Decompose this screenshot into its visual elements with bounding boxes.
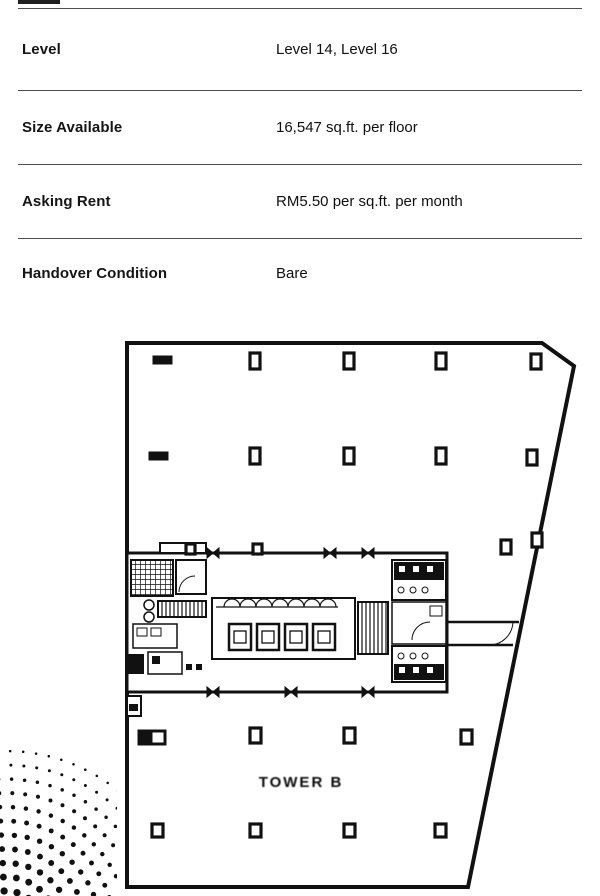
spec-value: 16,547 sq.ft. per floor bbox=[276, 119, 418, 136]
floor-plan-drawing: TOWER B bbox=[0, 341, 577, 896]
dot-arc-decoration bbox=[0, 749, 117, 896]
spec-label: Level bbox=[22, 41, 61, 58]
tower-b-label: TOWER B bbox=[259, 774, 344, 791]
spec-value: Bare bbox=[276, 264, 308, 282]
spec-row-size: Size Available 16,547 sq.ft. per floor bbox=[18, 91, 582, 165]
spec-row-rent: Asking Rent RM5.50 per sq.ft. per month bbox=[18, 165, 582, 239]
column-grid bbox=[137, 351, 544, 839]
spec-label: Handover Condition bbox=[22, 264, 168, 282]
spec-table: Level Level 14, Level 16 Size Available … bbox=[18, 8, 582, 307]
spec-value: Level 14, Level 16 bbox=[276, 41, 398, 58]
spec-label: Asking Rent bbox=[22, 193, 111, 210]
core-block bbox=[125, 542, 519, 717]
spec-label: Size Available bbox=[22, 119, 123, 136]
page-edge-mark bbox=[18, 0, 60, 4]
spec-row-handover: Handover Condition Bare bbox=[18, 239, 582, 307]
spec-value: RM5.50 per sq.ft. per month bbox=[276, 193, 463, 210]
spec-row-level: Level Level 14, Level 16 bbox=[18, 9, 582, 91]
